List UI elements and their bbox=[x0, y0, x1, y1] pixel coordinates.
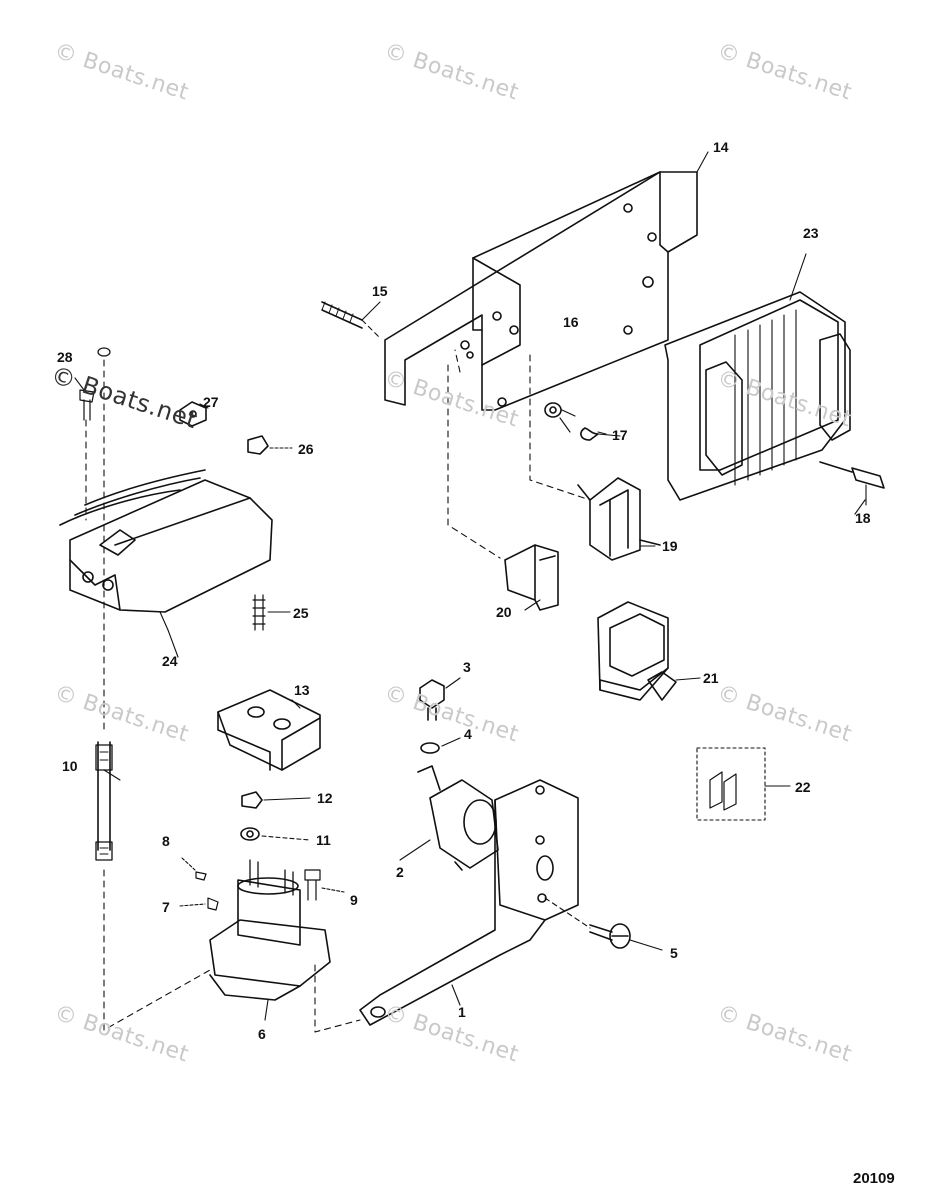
part-23-electronic-module bbox=[664, 253, 851, 501]
callout-4: 4 bbox=[464, 726, 472, 742]
callout-8: 8 bbox=[162, 833, 170, 849]
callout-17: 17 bbox=[612, 427, 628, 443]
leader-lines bbox=[74, 151, 866, 1021]
callout-20: 20 bbox=[496, 604, 512, 620]
callout-1: 1 bbox=[458, 1004, 466, 1020]
callout-22: 22 bbox=[795, 779, 811, 795]
part-1-mounting-plate bbox=[314, 779, 579, 1033]
part-4-washer bbox=[420, 737, 461, 754]
callout-11: 11 bbox=[316, 832, 331, 848]
callout-15: 15 bbox=[372, 283, 388, 299]
callout-26: 26 bbox=[298, 441, 314, 457]
callout-25: 25 bbox=[293, 605, 309, 621]
callout-19: 19 bbox=[662, 538, 678, 554]
part-5-screw bbox=[544, 897, 663, 951]
part-12-nut bbox=[241, 791, 311, 809]
part-7-washer bbox=[179, 897, 219, 911]
part-24-module bbox=[59, 469, 273, 613]
callout-12: 12 bbox=[317, 790, 333, 806]
part-9-screw bbox=[304, 869, 345, 901]
part-16-washer bbox=[544, 402, 562, 418]
callout-21: 21 bbox=[703, 670, 719, 686]
part-18-bolt bbox=[819, 461, 885, 506]
part-26-nut bbox=[247, 435, 293, 455]
callout-9: 9 bbox=[350, 892, 358, 908]
part-22-fuse bbox=[696, 747, 791, 821]
part-14-mounting-bracket bbox=[384, 171, 698, 411]
part-6-solenoid bbox=[209, 859, 331, 1001]
callout-14: 14 bbox=[713, 139, 729, 155]
figure-number: 20109 bbox=[853, 1170, 895, 1187]
callout-27: 27 bbox=[203, 394, 219, 410]
part-20-connector bbox=[504, 544, 559, 611]
part-8-nut bbox=[181, 857, 207, 881]
part-13-cover bbox=[217, 689, 321, 771]
part-21-relay bbox=[597, 601, 677, 701]
part-27-nut bbox=[179, 401, 207, 427]
callout-13: 13 bbox=[294, 682, 310, 698]
part-10-stud bbox=[95, 741, 113, 861]
part-17-clip bbox=[580, 427, 599, 441]
callout-2: 2 bbox=[396, 864, 404, 880]
callout-7: 7 bbox=[162, 899, 170, 915]
callout-24: 24 bbox=[162, 653, 178, 669]
part-15-stud bbox=[321, 301, 381, 339]
part-25-stud bbox=[252, 594, 291, 631]
part-3-bolt bbox=[419, 677, 461, 721]
part-28-screw bbox=[79, 389, 95, 421]
callout-28: 28 bbox=[57, 349, 73, 365]
callout-5: 5 bbox=[670, 945, 678, 961]
callout-23: 23 bbox=[803, 225, 819, 241]
callout-3: 3 bbox=[463, 659, 471, 675]
callout-16: 16 bbox=[563, 314, 579, 330]
callout-18: 18 bbox=[855, 510, 871, 526]
callout-6: 6 bbox=[258, 1026, 266, 1042]
part-11-washer bbox=[240, 827, 311, 841]
callout-10: 10 bbox=[62, 758, 78, 774]
part-19-connector bbox=[577, 477, 661, 561]
part-2-switch bbox=[417, 765, 499, 871]
